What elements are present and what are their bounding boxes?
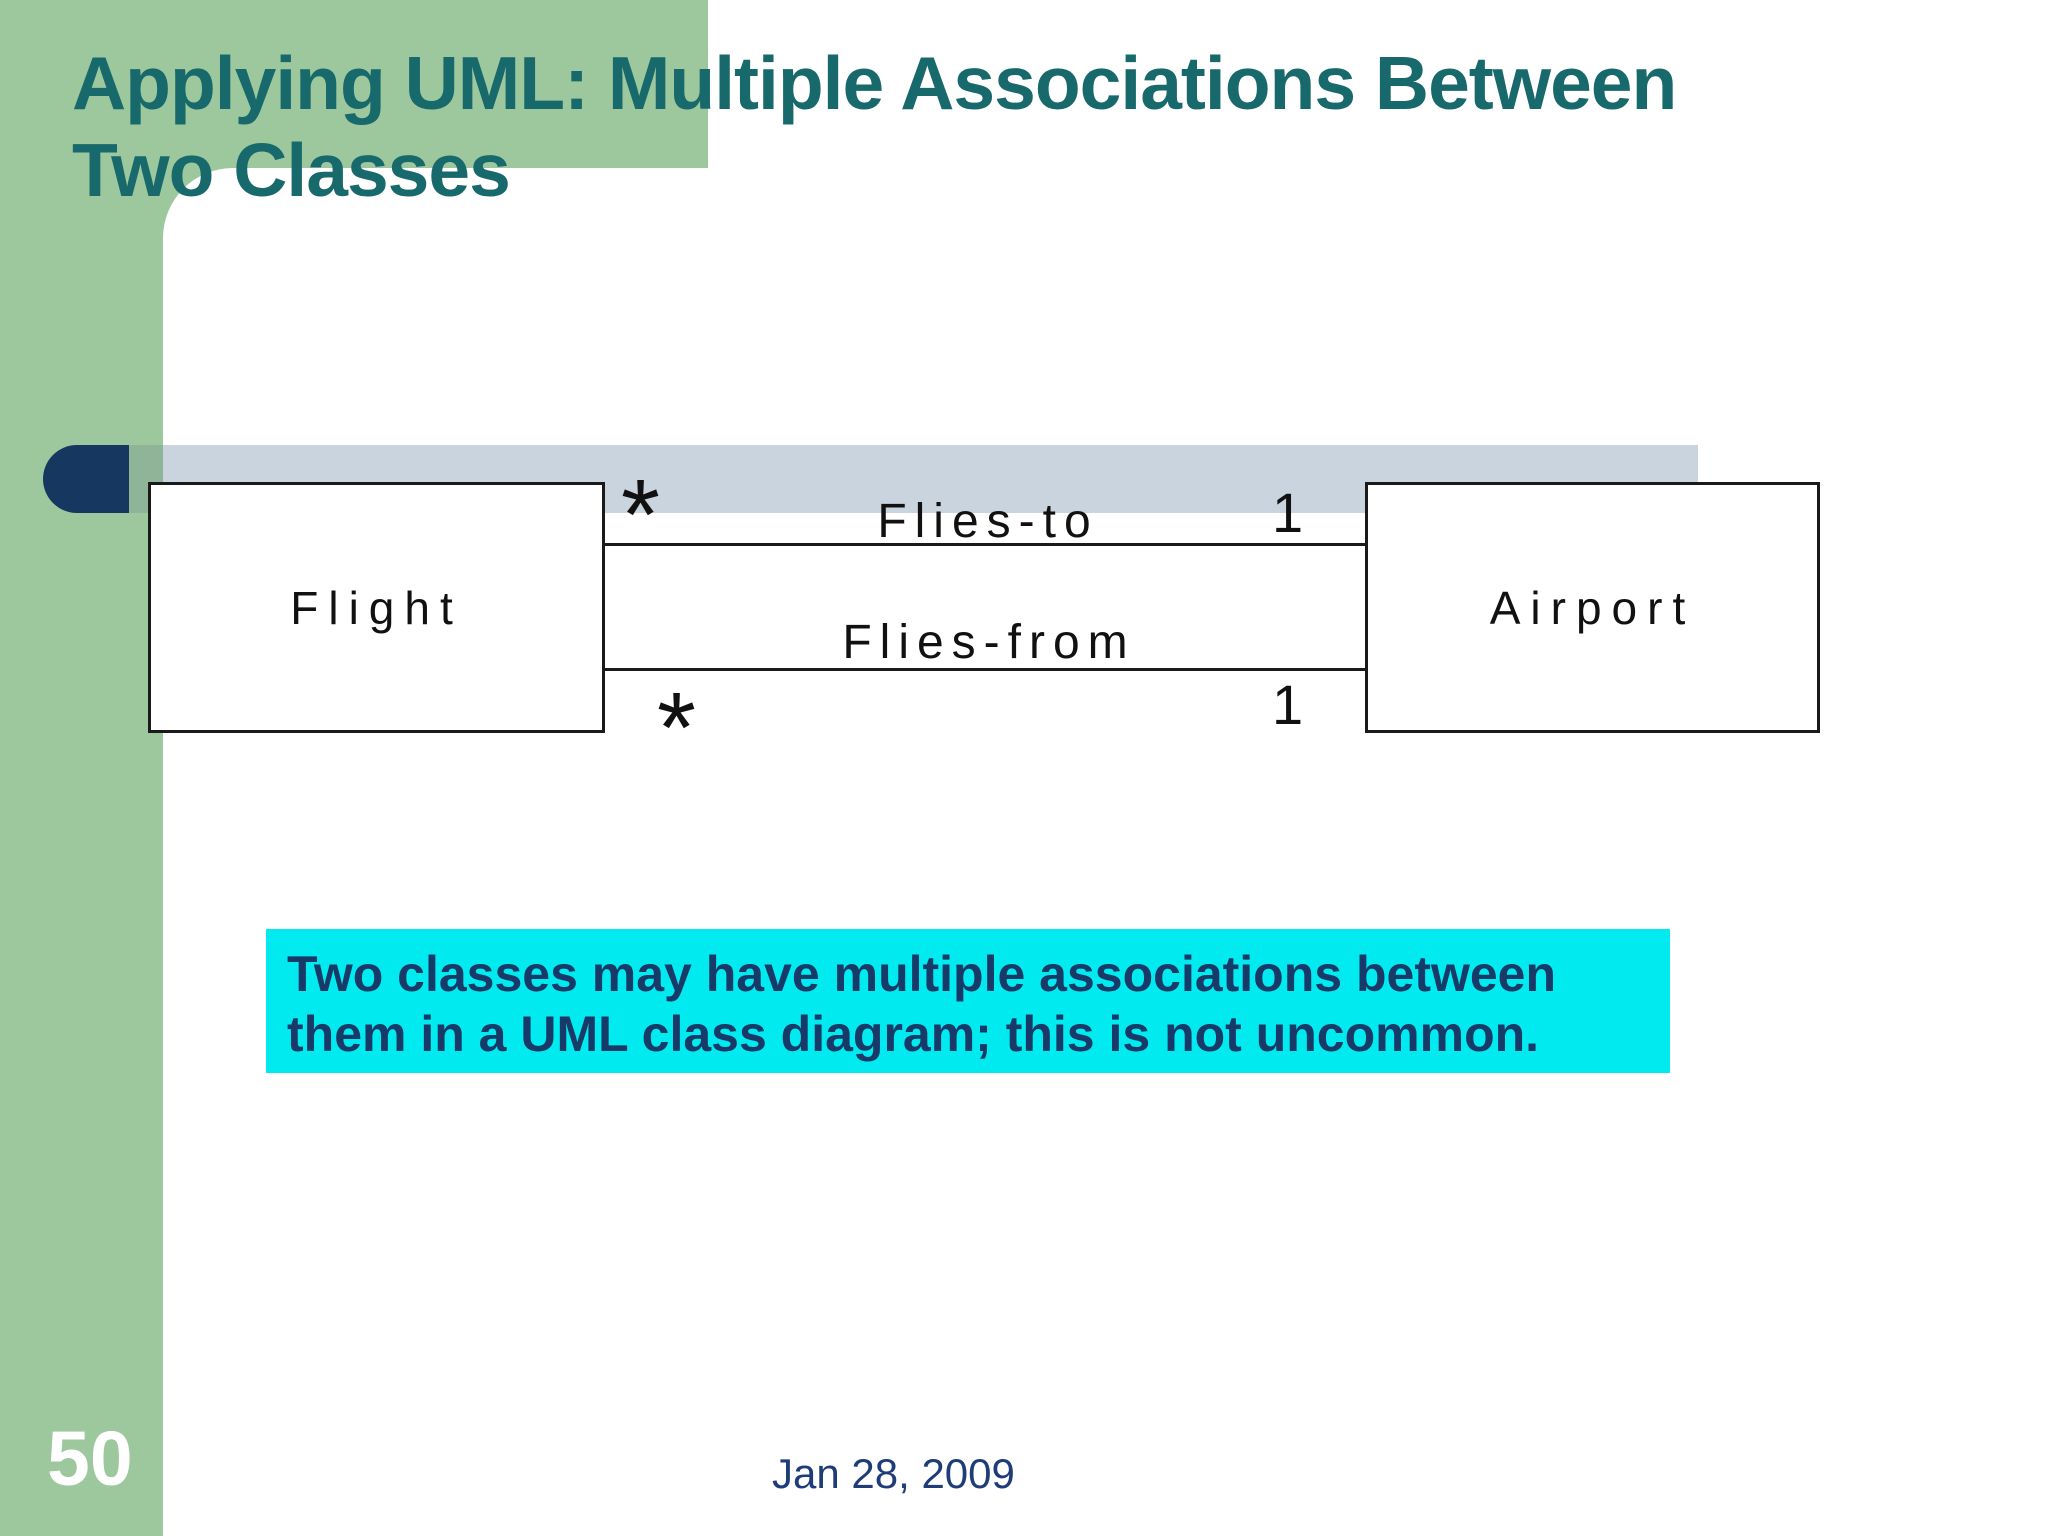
uml-class-name-flight: Flight <box>290 581 463 634</box>
page-number-label: 50 <box>47 1416 133 1502</box>
multiplicity-star-flies-to: * <box>621 459 660 571</box>
uml-class-box-airport: Airport <box>1365 482 1820 733</box>
date-label: Jan 28, 2009 <box>772 1450 1015 1497</box>
page-title-line-2: Two Classes <box>72 128 511 212</box>
multiplicity-one-flies-from: 1 <box>1272 673 1304 736</box>
association-flies-to-line <box>605 543 1365 546</box>
note-line-2: them in a UML class diagram; this is not… <box>287 1006 1540 1062</box>
association-flies-from-label: Flies-from <box>842 616 1136 669</box>
note-box: Two classes may have multiple associatio… <box>266 929 1670 1073</box>
content-area <box>163 168 2048 1536</box>
multiplicity-star-flies-from: * <box>657 672 696 784</box>
note-line-1: Two classes may have multiple associatio… <box>287 946 1557 1002</box>
association-flies-from-line <box>605 668 1365 671</box>
uml-class-name-airport: Airport <box>1489 581 1696 634</box>
accent-bullet <box>43 445 129 513</box>
page-title: Applying UML: Multiple Associations Betw… <box>72 40 1932 214</box>
uml-class-box-flight: Flight <box>148 482 605 733</box>
association-flies-to-label: Flies-to <box>877 495 1099 548</box>
page-title-line-1: Applying UML: Multiple Associations Betw… <box>72 41 1677 125</box>
title-background-block <box>0 0 708 170</box>
multiplicity-one-flies-to: 1 <box>1272 481 1304 544</box>
